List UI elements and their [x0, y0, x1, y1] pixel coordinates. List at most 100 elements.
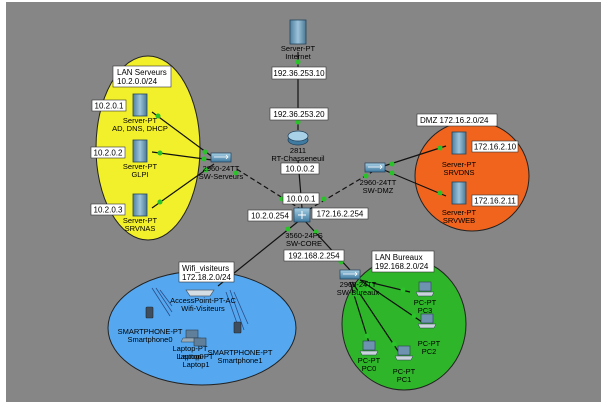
sw-core[interactable]: 3560-24PS SW-CORE [285, 207, 323, 248]
link-swserveurs-nas[interactable] [151, 163, 215, 209]
ip-label-srvdns: 172.16.2.10 [471, 140, 519, 153]
access-point-wifi-visiteurs[interactable]: AccessPoint-PT-AC Wifi-Visiteurs [170, 289, 237, 313]
smartphone-icon [145, 306, 154, 319]
laptop-icon [193, 337, 207, 347]
device-model: Laptop-PT [178, 352, 213, 361]
wifi-visiteurs-label: Wifi_visiteurs 172.18.2.0/24 [178, 261, 235, 283]
device-model: Server-PT [281, 44, 316, 53]
ip-label-srvweb: 172.16.2.11 [471, 194, 519, 207]
zone-title: LAN Bureaux [375, 253, 423, 262]
device-name: PC0 [362, 364, 377, 373]
server-icon [451, 131, 467, 155]
lan-serveurs-label: LAN Serveurs 10.2.0.0/24 [112, 65, 172, 88]
device-model: PC-PT [414, 298, 437, 307]
device-model: 2960-24TT [360, 178, 397, 187]
device-model: Server-PT [123, 216, 158, 225]
svg-text:10.2.0.2: 10.2.0.2 [94, 149, 123, 158]
device-name: PC2 [422, 347, 437, 356]
device-model: SMARTPHONE-PT [118, 327, 183, 336]
svg-text:10.2.0.1: 10.2.0.1 [95, 102, 124, 111]
sw-dmz[interactable]: 2960-24TT SW-DMZ [360, 162, 397, 195]
svg-text:10.2.0.3: 10.2.0.3 [94, 206, 123, 215]
link-core-swserveurs[interactable] [234, 167, 303, 211]
ip-label-core-up: 10.0.0.1 [282, 192, 320, 205]
device-name: SW-CORE [286, 239, 322, 248]
device-model: SMARTPHONE-PT [208, 348, 273, 357]
ip-label-router-wan: 192.36.253.20 [269, 107, 329, 121]
link-swbureaux-pc2[interactable] [359, 279, 423, 323]
device-name: SRVWEB [443, 216, 475, 225]
ip-label-srv-glpi: 10.2.0.2 [90, 146, 126, 159]
internet-server[interactable]: Server-PT Internet [281, 19, 316, 61]
svg-text:172.16.2.10: 172.16.2.10 [474, 143, 517, 152]
svg-text:192.36.253.20: 192.36.253.20 [273, 110, 325, 119]
device-model: Server-PT [123, 162, 158, 171]
switch-icon [364, 162, 386, 173]
device-model: AccessPoint-PT-AC [170, 296, 236, 305]
ip-label-router-lan: 10.0.0.2 [280, 162, 320, 175]
device-name: SW-DMZ [363, 186, 394, 195]
zone-title: Wifi_visiteurs [182, 264, 229, 273]
sw-serveurs[interactable]: 2960-24TT SW-Serveurs [199, 152, 244, 181]
server-srvnas[interactable]: Server-PT SRVNAS [123, 193, 158, 233]
server-icon [132, 139, 148, 163]
device-model: 3560-24PS [285, 231, 323, 240]
device-model: Laptop-PT [172, 344, 207, 353]
server-icon [451, 181, 467, 205]
device-model: 2960-24TT [340, 280, 377, 289]
zone-title: DMZ 172.16.2.0/24 [420, 116, 489, 125]
ip-label-core-left: 10.2.0.254 [247, 209, 293, 222]
server-glpi[interactable]: Server-PT GLPI [123, 139, 158, 179]
server-srvdns[interactable]: Server-PT SRVDNS [442, 131, 477, 177]
server-ad-dns-dhcp[interactable]: Server-PT AD, DNS, DHCP [112, 93, 168, 133]
device-name: Smartphone1 [217, 356, 262, 365]
pc-icon [420, 313, 434, 324]
link-swdmz-dns[interactable] [383, 145, 447, 167]
device-name: Smartphone0 [127, 335, 172, 344]
device-model: Server-PT [442, 208, 477, 217]
pc3[interactable]: PC-PT PC3 [414, 281, 437, 315]
device-name: GLPI [131, 170, 148, 179]
pc-icon [397, 345, 411, 356]
access-point-icon [185, 289, 215, 297]
smartphone0[interactable]: SMARTPHONE-PT Smartphone0 [118, 306, 183, 344]
device-model: PC-PT [393, 367, 416, 376]
device-name: Internet [285, 52, 311, 61]
ip-label-core-right: 172.16.2.254 [311, 207, 369, 220]
server-srvweb[interactable]: Server-PT SRVWEB [442, 181, 477, 225]
zone-subnet: 10.2.0.0/24 [117, 77, 158, 86]
device-name: PC3 [418, 306, 433, 315]
switch-icon [339, 269, 361, 280]
pc1[interactable]: PC-PT PC1 [393, 345, 416, 384]
router-rt-chasseneuil[interactable]: 2811 RT-Chasseneuil [271, 130, 325, 163]
device-name: RT-Chasseneuil [271, 154, 325, 163]
svg-text:10.2.0.254: 10.2.0.254 [251, 212, 289, 221]
svg-text:10.0.0.2: 10.0.0.2 [286, 165, 315, 174]
device-model: PC-PT [358, 356, 381, 365]
pc2[interactable]: PC-PT PC2 [417, 313, 441, 356]
laptop-icon [185, 329, 199, 339]
device-name: SRVDNS [443, 168, 474, 177]
svg-text:10.0.0.1: 10.0.0.1 [287, 195, 316, 204]
pc0[interactable]: PC-PT PC0 [358, 340, 381, 373]
device-model: Server-PT [123, 116, 158, 125]
device-name: PC1 [397, 375, 412, 384]
zone-title: LAN Serveurs [117, 68, 167, 77]
smartphone1[interactable]: SMARTPHONE-PT Smartphone1 [208, 321, 273, 365]
device-name: Laptop1 [182, 360, 209, 369]
device-name: SRVNAS [125, 224, 156, 233]
laptop1[interactable]: Laptop-PT Laptop1 [178, 337, 214, 369]
pc-icon [418, 281, 432, 292]
device-name: AD, DNS, DHCP [112, 124, 168, 133]
ip-label-internet: 192.36.253.10 [271, 66, 327, 80]
ip-label-srv-nas: 10.2.0.3 [90, 203, 126, 216]
device-model: Server-PT [442, 160, 477, 169]
device-model: PC-PT [418, 339, 441, 348]
switch-icon [210, 152, 232, 163]
wireless-signals [151, 287, 249, 331]
device-name: Laptop0 [176, 352, 203, 361]
server-icon [132, 93, 148, 117]
sw-bureaux[interactable]: 2960-24TT SW-Bureaux [337, 269, 380, 297]
link-swdmz-web[interactable] [383, 169, 447, 197]
